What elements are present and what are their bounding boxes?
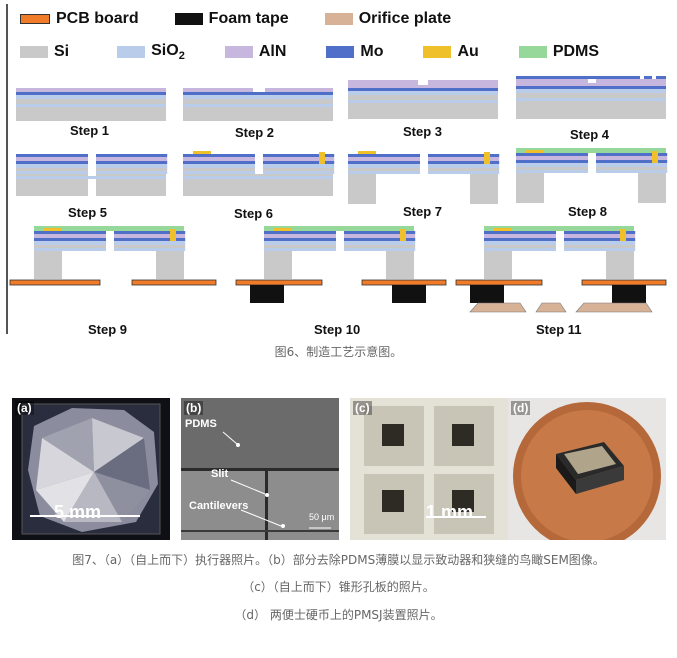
coin-photo [513,402,661,540]
step-label: Step 11 [536,322,582,337]
step5-diagram [16,154,168,196]
legend-foam: Foam tape [174,10,289,28]
step7-diagram [348,151,500,204]
legend-label: Orifice plate [358,10,452,27]
photo-a: (a) 5 mm [12,398,170,540]
legend-si: Si [20,43,69,61]
step-label: Step 4 [570,127,610,142]
step4-diagram [516,76,666,119]
scale-label-a: 5 mm [54,502,102,522]
legend-sio2: SiO2 [117,42,185,62]
legend-label: PCB board [56,10,139,27]
legend-orifice: Orifice plate [324,10,452,28]
legend-au: Au [423,43,479,61]
panel-label-b: (b) [184,401,204,415]
step-label: Step 6 [234,206,274,221]
step-label: Step 2 [235,125,275,140]
legend-row-1: PCB board Foam tape Orifice plate [20,10,473,28]
step11-diagram [455,226,667,313]
cantilevers-label: Cantilevers [189,500,249,512]
step-label: Step 9 [88,322,128,337]
legend-label: Si [54,43,70,61]
figure7-caption-line3: （d） 两便士硬币上的PMSJ装置照片。 [234,608,443,622]
figure7-caption-line1: 图7、（a）（自上而下）执行器照片。（b）部分去除PDMS薄膜以显示致动器和狭缝… [72,553,605,567]
legend-row-2: Si SiO2 AlN Mo Au PDMS [20,42,621,62]
step2-diagram [183,88,333,121]
slit-label: Slit [211,468,229,480]
panel-label-c: (c) [353,401,372,415]
legend-label: SiO2 [151,42,185,63]
legend-aln: AlN [224,43,287,61]
sem-image [181,398,339,540]
pdms-label: PDMS [185,418,217,430]
legend-pdms: PDMS [518,43,600,61]
si-swatch [20,46,48,59]
step-label: Step 5 [68,205,108,220]
figure6-caption: 图6、制造工艺示意图。 [274,345,403,359]
legend-label: Foam tape [208,10,289,27]
step10-diagram [235,226,447,303]
step-label: Step 7 [403,204,443,219]
scale-label-b: 50 μm [309,512,335,522]
step3-diagram [348,80,498,119]
orifice-swatch [324,13,353,25]
photo-d: (d) [508,398,666,540]
legend-label: PDMS [552,43,600,61]
step-label: Step 10 [314,322,361,337]
actuator-photo [21,403,161,535]
legend-label: Mo [360,43,384,61]
panel-label-d: (d) [511,401,531,415]
legend-label: AlN [258,43,287,61]
panel-label-a: (a) [15,401,34,415]
aln-swatch [224,46,253,59]
process-diagram [9,76,668,313]
legend-mo: Mo [326,43,383,61]
step-label: Step 3 [403,124,443,139]
figure-left-rule [6,4,8,334]
orifice-plate-photo [350,398,508,540]
step-label: Step 1 [70,123,110,138]
step6-diagram [183,151,335,196]
step9-diagram [9,226,217,286]
pdms-swatch [518,46,547,59]
scale-label-c: 1 mm [426,502,474,522]
legend-label: Au [457,43,479,61]
mo-swatch [326,46,355,59]
photo-c: (c) 1 mm [350,398,508,540]
step1-diagram [16,88,166,121]
sio2-swatch [117,46,146,59]
photo-b: (b) PDMS Slit Cantilevers 50 μm [181,398,339,540]
step8-diagram [516,148,668,203]
step-label: Step 8 [568,204,608,219]
figure7-caption-line2: （c）（自上而下）锥形孔板的照片。 [242,580,435,594]
pcb-swatch [20,14,50,24]
legend-pcb: PCB board [20,10,139,28]
au-swatch [423,46,452,59]
foam-swatch [174,13,203,25]
